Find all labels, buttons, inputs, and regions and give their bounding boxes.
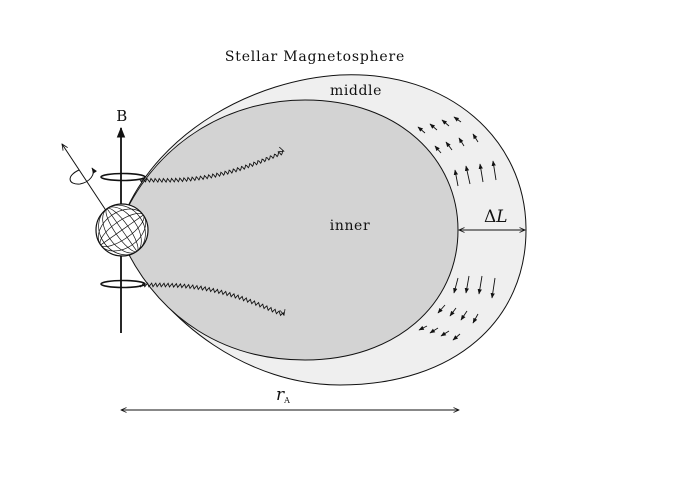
field-label: B xyxy=(116,107,128,125)
star-icon xyxy=(95,203,149,257)
flow-arrow xyxy=(478,163,484,183)
flow-arrow xyxy=(452,333,461,341)
flow-arrow xyxy=(429,123,438,131)
flow-arrow xyxy=(418,325,428,331)
inner-label: inner xyxy=(330,218,371,234)
flow-arrow xyxy=(429,327,439,334)
delta-variable: L xyxy=(495,207,507,227)
lower-wave-arrow xyxy=(139,282,284,317)
flow-arrow xyxy=(453,277,459,294)
flow-arrow xyxy=(491,160,497,181)
upper-wave-arrow xyxy=(139,151,284,183)
flow-arrow xyxy=(490,277,496,299)
flow-arrow xyxy=(449,307,457,317)
inner-region xyxy=(123,99,459,361)
flow-arrow xyxy=(472,133,479,143)
upper-current-loop xyxy=(100,172,146,182)
flow-arrow xyxy=(434,145,442,154)
flow-arrow xyxy=(445,141,453,151)
middle-label: middle xyxy=(330,83,382,99)
title-label: Stellar Magnetosphere xyxy=(225,49,405,65)
flow-arrow xyxy=(460,310,468,321)
flow-arrow xyxy=(464,275,470,294)
radius-variable: r xyxy=(276,385,285,405)
flow-arrow xyxy=(477,275,483,295)
flow-arrow xyxy=(437,304,446,314)
delta-l-label: ΔL xyxy=(484,207,508,227)
rotation-axis-arrow xyxy=(62,144,108,213)
flow-arrow xyxy=(472,313,479,324)
flow-arrow xyxy=(464,165,471,185)
flow-arrow xyxy=(453,169,459,187)
flow-arrow xyxy=(458,137,465,147)
alfven-radius-label: rA xyxy=(276,385,290,405)
delta-symbol: Δ xyxy=(484,207,496,227)
lower-current-loop xyxy=(100,279,146,289)
flow-arrows xyxy=(417,116,497,341)
flow-arrow xyxy=(441,119,450,127)
flow-arrow xyxy=(417,126,426,134)
radius-subscript: A xyxy=(283,396,290,405)
flow-arrow xyxy=(440,330,450,337)
flow-arrow xyxy=(453,116,462,123)
rotation-sense-icon xyxy=(69,167,97,185)
